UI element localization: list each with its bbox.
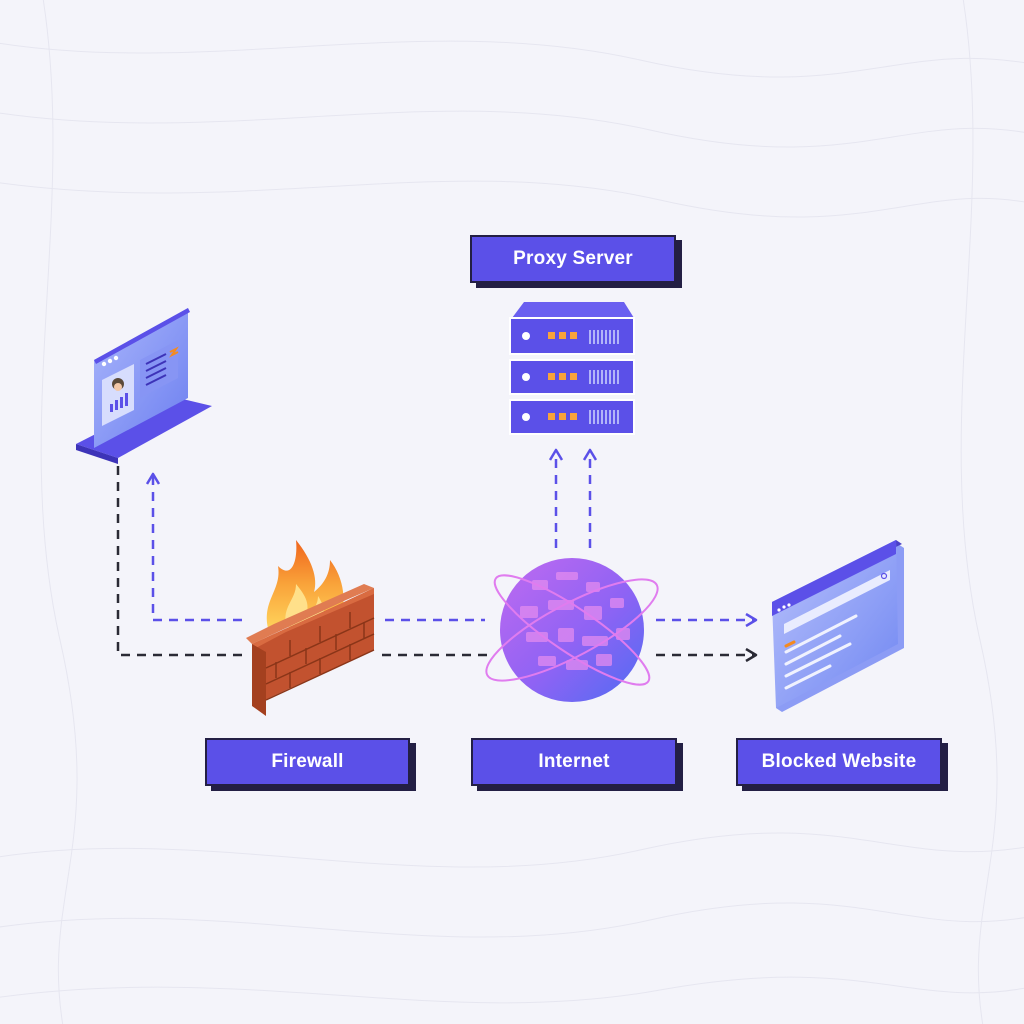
firewall-brick-wall-icon — [246, 540, 375, 716]
globe-icon — [485, 558, 659, 702]
blocked-website-label: Blocked Website — [736, 738, 942, 786]
connection-lines — [116, 450, 756, 657]
server-rack-icon — [509, 302, 635, 435]
laptop-icon — [76, 308, 212, 464]
return-path-line — [153, 474, 242, 622]
internet-label: Internet — [471, 738, 677, 786]
browser-window-icon — [772, 540, 904, 712]
firewall-label: Firewall — [205, 738, 410, 786]
direct-path-line — [116, 466, 248, 657]
proxy-server-label: Proxy Server — [470, 235, 676, 283]
